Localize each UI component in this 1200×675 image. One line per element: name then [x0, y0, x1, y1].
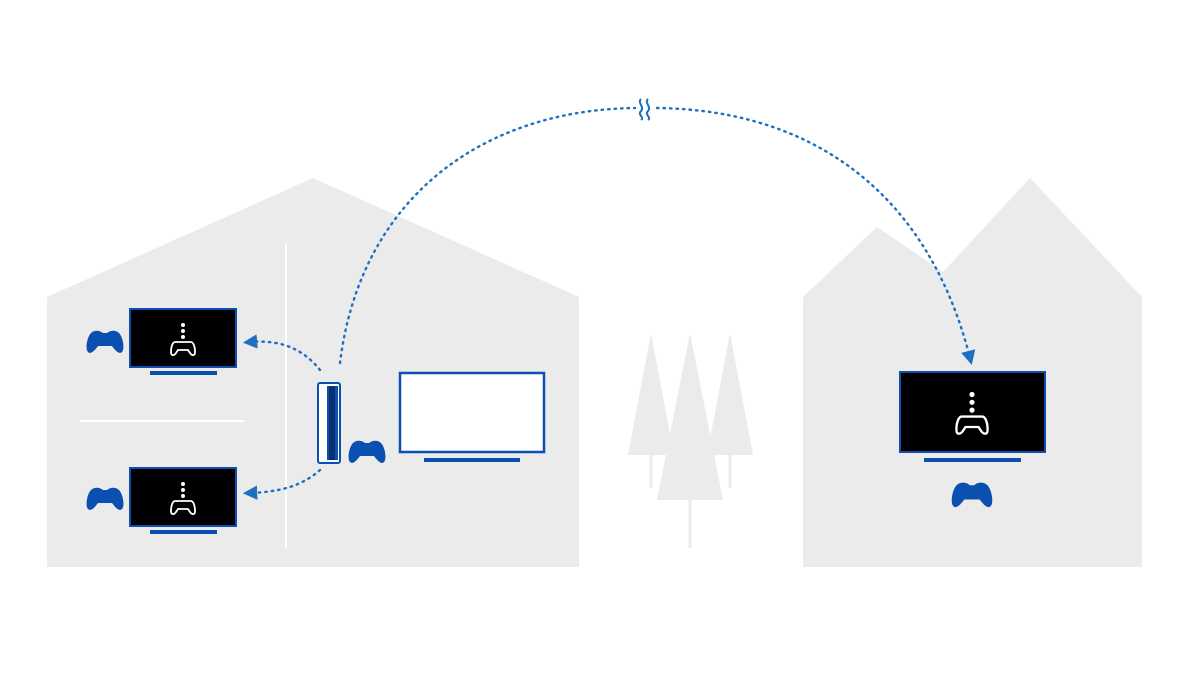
- tree-center: [657, 333, 723, 548]
- wireless-signal-icon: [638, 98, 651, 121]
- connection-arc-left: [338, 106, 637, 365]
- home-tv-top: [129, 308, 237, 375]
- tree-left: [628, 333, 674, 488]
- tree-right: [707, 333, 753, 488]
- connection-to-home-tv-top: [242, 334, 322, 372]
- connection-to-home-tv-bottom: [242, 468, 322, 500]
- connections: [242, 98, 976, 500]
- connection-arc-right: [655, 106, 976, 365]
- console-icon: [317, 382, 341, 464]
- trees: [628, 333, 753, 548]
- home-tv-bottom: [129, 467, 237, 534]
- home-tv-idle: [398, 371, 546, 462]
- remote-tv: [899, 371, 1046, 462]
